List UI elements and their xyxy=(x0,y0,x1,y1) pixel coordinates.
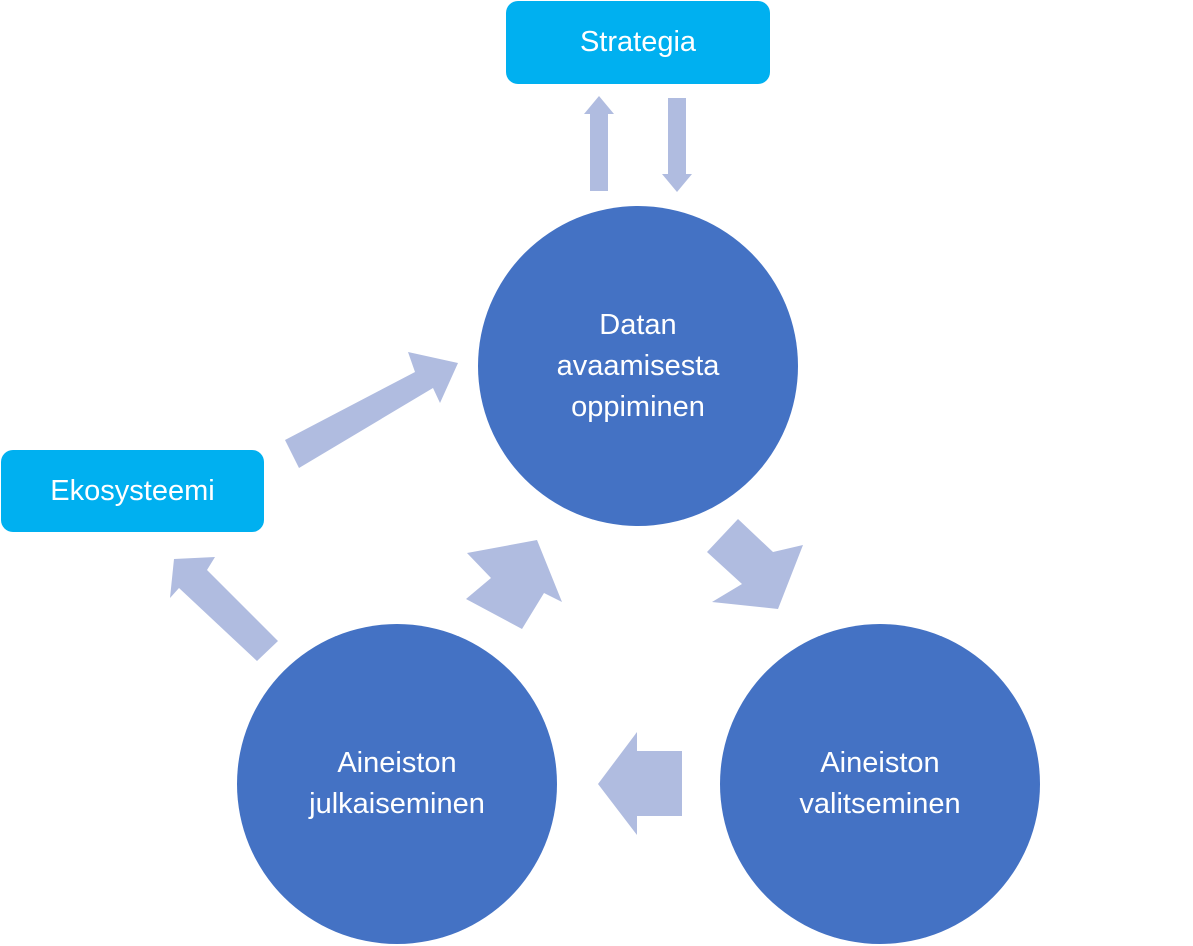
ecosystem-box: Ekosysteemi xyxy=(1,450,264,532)
arrow-publishing-to-learning xyxy=(466,540,562,629)
learning-label: Datan avaamisesta oppiminen xyxy=(556,308,720,423)
strategy-label: Strategia xyxy=(579,26,697,58)
arrow-learning-to-selection xyxy=(707,519,803,609)
publishing-label: Aineiston julkaiseminen xyxy=(309,747,485,820)
selection-circle: Aineiston valitseminen xyxy=(720,624,1040,944)
arrow-publishing-to-ecosystem xyxy=(170,557,278,661)
ecosystem-label: Ekosysteemi xyxy=(50,474,215,507)
arrow-selection-to-publishing xyxy=(598,732,682,835)
selection-label: Aineiston valitseminen xyxy=(799,747,961,820)
strategy-box: Strategia xyxy=(506,1,770,84)
learning-circle: Datan avaamisesta oppiminen xyxy=(478,206,798,526)
arrow-learning-to-strategy xyxy=(584,96,614,191)
arrow-strategy-to-learning xyxy=(662,98,692,192)
publishing-circle: Aineiston julkaiseminen xyxy=(237,624,557,944)
arrow-ecosystem-to-learning xyxy=(285,352,458,468)
